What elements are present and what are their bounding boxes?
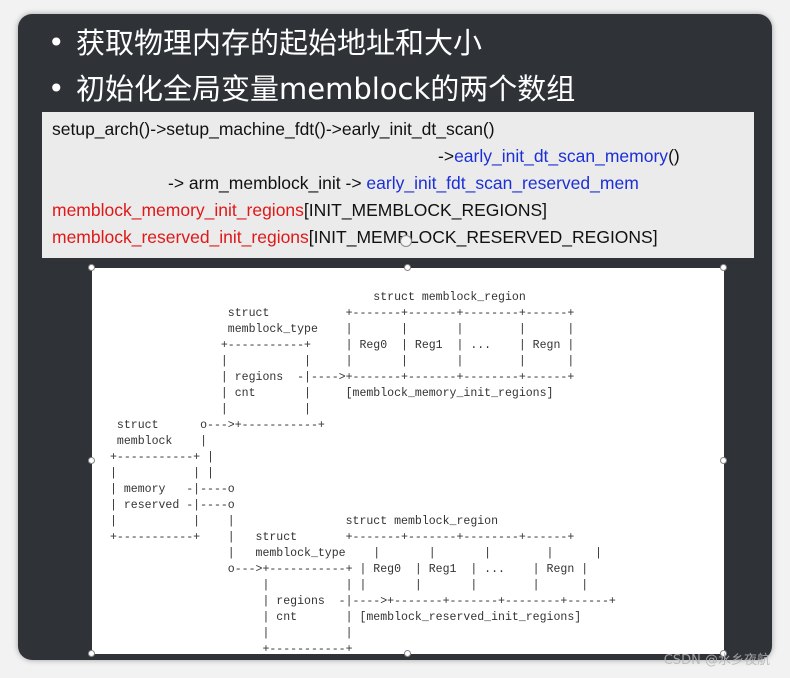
call-chain-text: setup_arch()->setup_machine_fdt()->early…	[52, 119, 495, 139]
resize-handle-icon[interactable]	[720, 457, 727, 464]
bullet-list: • 获取物理内存的起始地址和大小 • 初始化全局变量memblock的两个数组	[46, 20, 766, 112]
bullet-item: • 初始化全局变量memblock的两个数组	[46, 66, 766, 112]
array-size-memory: [INIT_MEMBLOCK_REGIONS]	[303, 200, 548, 220]
bullet-text: 获取物理内存的起始地址和大小	[76, 26, 483, 60]
presentation-slide: • 获取物理内存的起始地址和大小 • 初始化全局变量memblock的两个数组 …	[18, 14, 772, 660]
array-size-reserved: [INIT_MEMBLOCK_RESERVED_REGIONS]	[308, 227, 658, 247]
bullet-icon: •	[48, 72, 65, 105]
resize-handle-icon[interactable]	[404, 264, 411, 271]
paren-text: ()	[668, 146, 680, 166]
arrow-text: -> arm_memblock_init ->	[168, 173, 367, 193]
code-line-5: memblock_reserved_init_regions[INIT_MEMB…	[52, 224, 754, 251]
resize-handle-icon[interactable]	[88, 457, 95, 464]
bullet-icon: •	[48, 26, 65, 59]
call-chain-textbox[interactable]: setup_arch()->setup_machine_fdt()->early…	[42, 112, 754, 258]
memblock-ascii-diagram: struct memblock_region struct +-------+-…	[110, 291, 616, 656]
code-line-3: -> arm_memblock_init -> early_init_fdt_s…	[52, 170, 754, 197]
bullet-text: 初始化全局变量memblock的两个数组	[76, 72, 576, 106]
watermark-text: CSDN @水乡夜航	[663, 653, 770, 668]
bullet-item: • 获取物理内存的起始地址和大小	[46, 20, 766, 66]
resize-handle-icon[interactable]	[88, 264, 95, 271]
rotate-handle-icon[interactable]	[400, 235, 412, 247]
array-name-reserved: memblock_reserved_init_regions	[52, 227, 309, 247]
resize-handle-icon[interactable]	[720, 264, 727, 271]
code-line-2: ->early_init_dt_scan_memory()	[52, 143, 754, 170]
resize-handle-icon[interactable]	[720, 650, 727, 657]
array-name-memory: memblock_memory_init_regions	[52, 200, 304, 220]
function-name-reserved-scan: early_init_fdt_scan_reserved_mem	[366, 173, 639, 193]
memblock-diagram-image[interactable]: struct memblock_region struct +-------+-…	[92, 268, 724, 656]
code-line-1: setup_arch()->setup_machine_fdt()->early…	[52, 116, 754, 143]
code-line-4: memblock_memory_init_regions[INIT_MEMBLO…	[52, 197, 754, 224]
arrow-text: ->	[438, 146, 455, 166]
function-name-memory-scan: early_init_dt_scan_memory	[454, 146, 669, 166]
resize-handle-icon[interactable]	[404, 650, 411, 657]
resize-handle-icon[interactable]	[88, 650, 95, 657]
